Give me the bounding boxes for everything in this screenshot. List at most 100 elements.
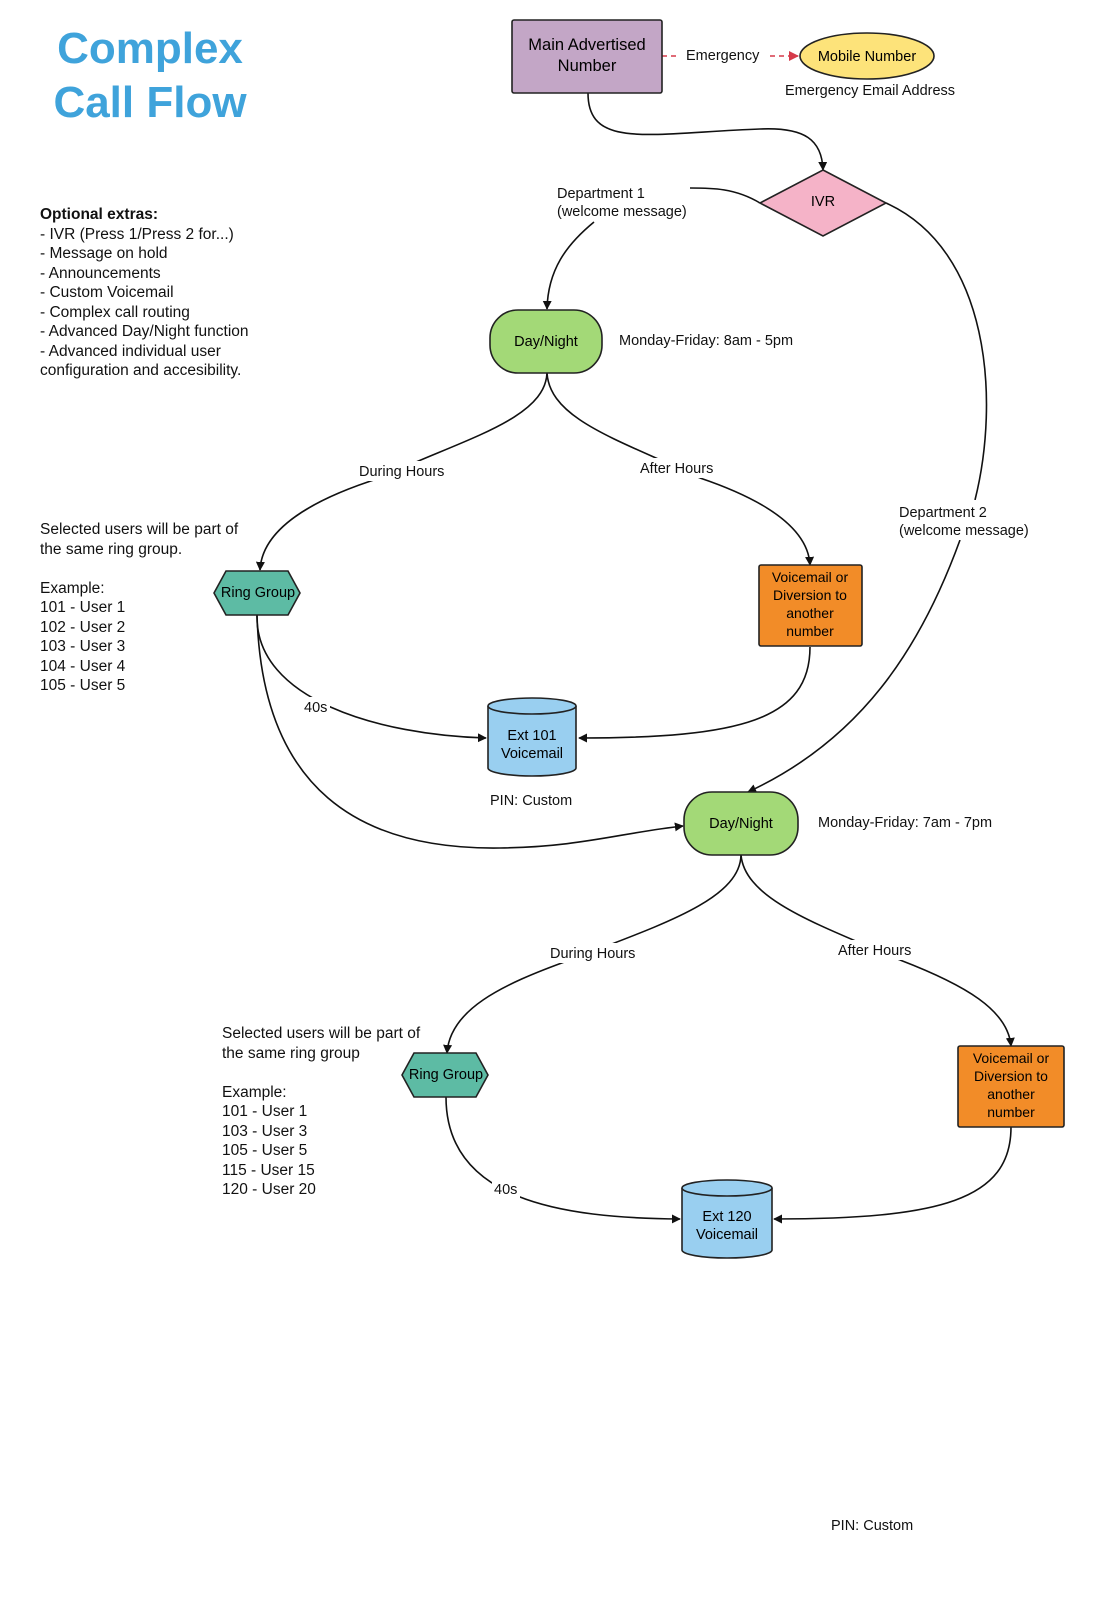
note-line: Selected users will be part of (222, 1025, 421, 1042)
ext-120-cylinder-top (681, 1179, 773, 1197)
ring-group-1-shape (213, 570, 301, 616)
mobile-node-label: Mobile Number (818, 49, 916, 65)
extra-item: - Advanced individual user (40, 342, 221, 360)
connector-dept2-to-daynight2 (747, 539, 961, 793)
user-entry: 105 - User 5 (40, 677, 126, 694)
ring-group-2-label: Ring Group (409, 1067, 483, 1083)
example-label: Example: (40, 579, 105, 597)
vm-div-1-line: number (786, 623, 834, 639)
ring-group-2-shape (401, 1052, 489, 1098)
hours-2-label: Monday-Friday: 7am - 7pm (818, 815, 992, 831)
connector-during-to-ringgroup2 (443, 959, 571, 1054)
timeout-1-label: 40s (304, 700, 327, 716)
connector-ringgroup1-to-ext101 (256, 614, 487, 743)
connector-vm1-to-ext101 (578, 646, 811, 743)
main-advertised-number-node: Main Advertised Number (511, 19, 663, 94)
connector-after-to-vm1 (699, 477, 815, 566)
day-night-1-label: Day/Night (514, 334, 578, 350)
hours-1-label: Monday-Friday: 8am - 5pm (619, 333, 793, 349)
voicemail-diversion-1-shape (758, 564, 863, 647)
day-night-2-label: Day/Night (709, 816, 773, 832)
vm-div-1-line: Voicemail or (772, 569, 849, 585)
user-entry: 115 - User 15 (222, 1161, 315, 1179)
ext-120-voicemail-node: Ext 120 Voicemail (681, 1179, 773, 1259)
after-hours-2-label: After Hours (838, 943, 911, 959)
ext-120-line-1: Ext 120 (702, 1209, 751, 1225)
voicemail-diversion-2-shape (957, 1045, 1065, 1128)
mobile-number-node: Mobile Number (799, 32, 935, 80)
ring-group-2-note: Selected users will be part of the same … (222, 1024, 420, 1200)
connector-ringgroup2-to-ext120 (445, 1096, 681, 1224)
connector-ivr-to-dept1-label (689, 187, 761, 204)
vm-div-2-line: Diversion to (974, 1068, 1048, 1084)
emergency-email-label: Emergency Email Address (785, 83, 955, 99)
ivr-node-shape (758, 169, 888, 237)
after-hours-1-label: After Hours (640, 461, 713, 477)
ring-group-1-node: Ring Group (213, 570, 301, 616)
ext-101-voicemail-node: Ext 101 Voicemail (487, 697, 577, 777)
extra-item: - Message on hold (40, 245, 168, 262)
vm-div-1-line: another (786, 605, 834, 621)
extra-item: - Advanced Day/Night function (40, 323, 249, 340)
ivr-node-label: IVR (811, 194, 835, 210)
ring-group-1-label: Ring Group (221, 585, 295, 601)
extra-item: configuration and accesibility. (40, 362, 242, 379)
connector-main-to-ivr (587, 92, 828, 171)
day-night-1-node: Day/Night (489, 309, 603, 374)
ring-group-1-note: Selected users will be part of the same … (40, 520, 238, 696)
ext-101-cylinder-top (487, 697, 577, 715)
connector-during-to-ringgroup1 (255, 477, 381, 571)
during-hours-2-label: During Hours (550, 946, 635, 962)
optional-extras-heading: Optional extras: (40, 206, 158, 223)
user-entry: 101 - User 1 (222, 1103, 308, 1120)
dept2-label-line-1: Department 2 (899, 505, 987, 521)
example-label: Example: (222, 1083, 287, 1101)
emergency-label: Emergency (686, 48, 760, 64)
pin-1-label: PIN: Custom (490, 793, 572, 809)
ext-101-cylinder-body (487, 706, 577, 777)
mobile-node-shape (799, 32, 935, 80)
user-entry: 104 - User 4 (40, 657, 126, 675)
timeout-2-label: 40s (494, 1182, 517, 1198)
user-entry: 103 - User 3 (222, 1122, 308, 1140)
user-entry: 103 - User 3 (40, 638, 126, 655)
note-line: the same ring group (222, 1044, 360, 1062)
note-line: Selected users will be part of (40, 521, 239, 538)
title-line-1: Complex (57, 24, 243, 73)
connector-ringgroup1-to-daynight2 (256, 614, 684, 849)
ext-120-cylinder-body (681, 1188, 773, 1259)
voicemail-diversion-2-node: Voicemail or Diversion to another number (957, 1045, 1065, 1128)
extra-item: - IVR (Press 1/Press 2 for...) (40, 225, 234, 243)
day-night-1-shape (489, 309, 603, 374)
dept1-label-line-2: (welcome message) (557, 204, 687, 220)
user-entry: 120 - User 20 (222, 1181, 316, 1198)
vm-div-2-line: Voicemail or (973, 1050, 1050, 1066)
ext-101-line-2: Voicemail (501, 746, 563, 762)
during-hours-1-label: During Hours (359, 464, 444, 480)
optional-extras-list: Optional extras: - IVR (Press 1/Press 2 … (40, 205, 249, 381)
note-line: the same ring group. (40, 540, 183, 558)
day-night-2-node: Day/Night (683, 791, 799, 856)
main-node-line-2: Number (558, 57, 617, 75)
extra-item: - Announcements (40, 264, 161, 282)
connector-ivr-to-dept2-label (885, 202, 988, 501)
voicemail-diversion-1-node: Voicemail or Diversion to another number (758, 564, 863, 647)
user-entry: 101 - User 1 (40, 599, 126, 616)
ext-101-line-1: Ext 101 (507, 728, 556, 744)
extra-item: - Complex call routing (40, 303, 190, 321)
user-entry: 102 - User 2 (40, 618, 126, 636)
main-node-shape (511, 19, 663, 94)
dept1-label-line-1: Department 1 (557, 186, 645, 202)
title-line-2: Call Flow (53, 78, 247, 127)
vm-div-1-line: Diversion to (773, 587, 847, 603)
user-entry: 105 - User 5 (222, 1142, 308, 1159)
day-night-2-shape (683, 791, 799, 856)
vm-div-2-line: another (987, 1086, 1035, 1102)
main-node-line-1: Main Advertised (528, 36, 645, 54)
ext-120-line-2: Voicemail (696, 1227, 758, 1243)
extra-item: - Custom Voicemail (40, 284, 174, 301)
connector-after-to-vm2 (899, 959, 1015, 1047)
connector-vm2-to-ext120 (773, 1126, 1012, 1224)
ring-group-2-node: Ring Group (401, 1052, 489, 1098)
